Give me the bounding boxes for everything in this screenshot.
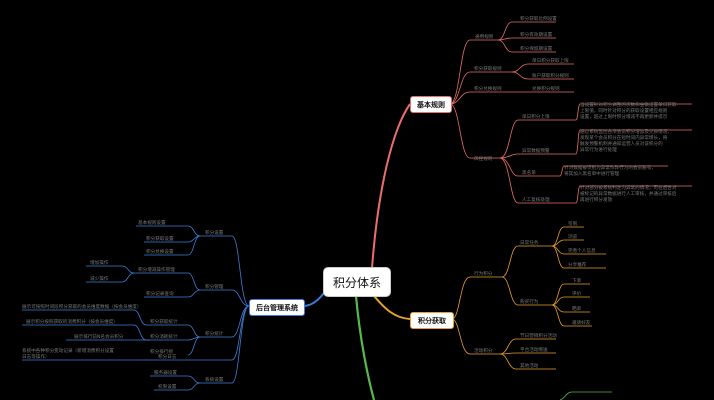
earn-activity: 其他活动 (520, 362, 539, 369)
basic-item: 单日积分获取上限 (532, 57, 569, 64)
admin-l1-3: 积分日志 (158, 353, 177, 360)
earn-activity: 平台活动赠送 (520, 346, 548, 353)
basic-item: 积分获取比例设置 (520, 15, 557, 22)
earn-item: 浏览 (568, 233, 578, 240)
basic-l1-3: 风控规则 (474, 155, 493, 162)
admin-l1-2: 积分统计 (205, 330, 224, 337)
green-connectors (559, 391, 612, 400)
admin-item: 服务器设置 (154, 369, 177, 376)
branch-admin-system[interactable]: 后台管理系统 (249, 299, 305, 316)
branch-basic-rules[interactable]: 基本规则 (410, 96, 452, 113)
earn-group-1: 购买行为 (520, 298, 539, 305)
admin-texts: 积分设置 积分管理 积分统计 积分日志 系统设置 基本规则设置 积分获取设置 积… (22, 219, 224, 390)
earn-item: 评价 (572, 290, 582, 297)
admin-item: 积分增减操作管理 (138, 266, 175, 273)
admin-item: 积分排行榜 (150, 348, 173, 355)
basic-l1-1: 积分获取规则 (474, 65, 502, 72)
admin-note: 系统中各种积分变动记录（新增消费积分设置 (22, 347, 114, 354)
basic-item: 账户获取积分规则 (532, 72, 569, 79)
risk-note: 发现某个会员积分在短时间内异常增长，将 (580, 134, 668, 141)
earn-l1-1: 活动积分 (474, 347, 493, 354)
basic-texts: 通用规则 积分获取规则 积分兑换规则 风控规则 积分获取比例设置 积分有效期设置… (474, 15, 677, 203)
basic-l1-2: 积分兑换规则 (474, 85, 502, 92)
risk-item: 人工复核处理 (522, 196, 550, 203)
admin-sub: 展示排行前N名会员积分 (74, 333, 124, 340)
admin-connectors (22, 225, 250, 391)
risk-item: 单日积分上限 (522, 113, 550, 120)
basic-item: 积分有效期设置 (520, 31, 553, 38)
admin-l1-4: 系统设置 (205, 376, 224, 383)
earn-item: 下单 (572, 277, 582, 284)
link-root-green (354, 295, 376, 400)
risk-note: 针对数据被识别为异常作弊行为的会员账号， (564, 164, 656, 171)
admin-sub: 增加操作 (90, 259, 109, 266)
risk-note: 触发预警机制并通知运营人员对该积分的 (580, 140, 663, 147)
admin-item: 权限设置 (158, 383, 177, 390)
risk-note: 当设置针对积分调整的次数和金额设置单日获取 (580, 101, 677, 108)
earn-activity: 节日营销积分活动 (520, 332, 557, 339)
branch-earn-points[interactable]: 积分获取 (410, 312, 454, 329)
basic-item: 兑换积分规则 (532, 85, 560, 92)
admin-item: 基本规则设置 (138, 219, 166, 226)
earn-l1-0: 行为积分 (474, 270, 493, 277)
earn-connectors (451, 226, 606, 370)
risk-note: 将其加入黑名单中进行管理 (564, 170, 620, 177)
admin-sub: 展示可按照时间段积分获取的会员维度数据（按会员维度） (22, 303, 141, 310)
risk-note: 通过系统监控各项会员积分增加及兑换情况， (580, 128, 672, 135)
root-node[interactable]: 积分体系 (324, 268, 390, 296)
earn-item: 分享推荐 (568, 261, 587, 268)
risk-note: 再进行积分发放 (580, 196, 613, 203)
admin-item: 积分记录查询 (146, 290, 174, 297)
risk-note: 被标记的异常数据进行人工审核，并通过审核后 (580, 190, 677, 197)
risk-item: 异常数据预警 (522, 147, 550, 154)
risk-note: 设置，超过上限时积分增减不再更新并提示 (580, 113, 668, 120)
link-root-earn (373, 295, 411, 320)
earn-texts: 行为积分 活动积分 日常任务 购买行为 签到 浏览 完善个人信息 分享推荐 下单… (474, 220, 596, 369)
earn-item: 完善个人信息 (568, 247, 596, 254)
basic-l1-0: 通用规则 (475, 33, 494, 40)
basic-item: 积分保留期设置 (520, 45, 553, 52)
risk-note: 上限值，同时针对积分的获取设置相应规则 (580, 107, 668, 114)
admin-item: 积分获取设置 (146, 235, 174, 242)
risk-note: 异常行为进行处理 (580, 146, 617, 153)
link-root-basic (371, 103, 411, 269)
admin-sub: 减少操作 (90, 275, 109, 282)
basic-connectors (449, 21, 692, 204)
link-root-admin (302, 289, 327, 307)
admin-l1-1: 积分管理 (205, 283, 224, 290)
admin-sub: 展示积分按照获取的消费积分（按会员维度） (26, 318, 118, 325)
admin-item: 积分消耗统计 (150, 333, 178, 340)
admin-l1-0: 积分设置 (205, 229, 224, 236)
earn-group-0: 日常任务 (520, 239, 539, 246)
admin-item: 积分获取统计 (150, 318, 178, 325)
admin-note: 日志等操作） (22, 353, 50, 360)
earn-item: 邀请好友 (572, 319, 591, 326)
earn-item: 晒单 (572, 305, 582, 312)
admin-item: 积分兑换设置 (146, 248, 174, 255)
risk-item: 黑名单 (522, 169, 536, 176)
earn-item: 签到 (568, 220, 578, 227)
risk-note: 针对部分被系统判定为异常的情况，可在后台对 (580, 184, 677, 191)
